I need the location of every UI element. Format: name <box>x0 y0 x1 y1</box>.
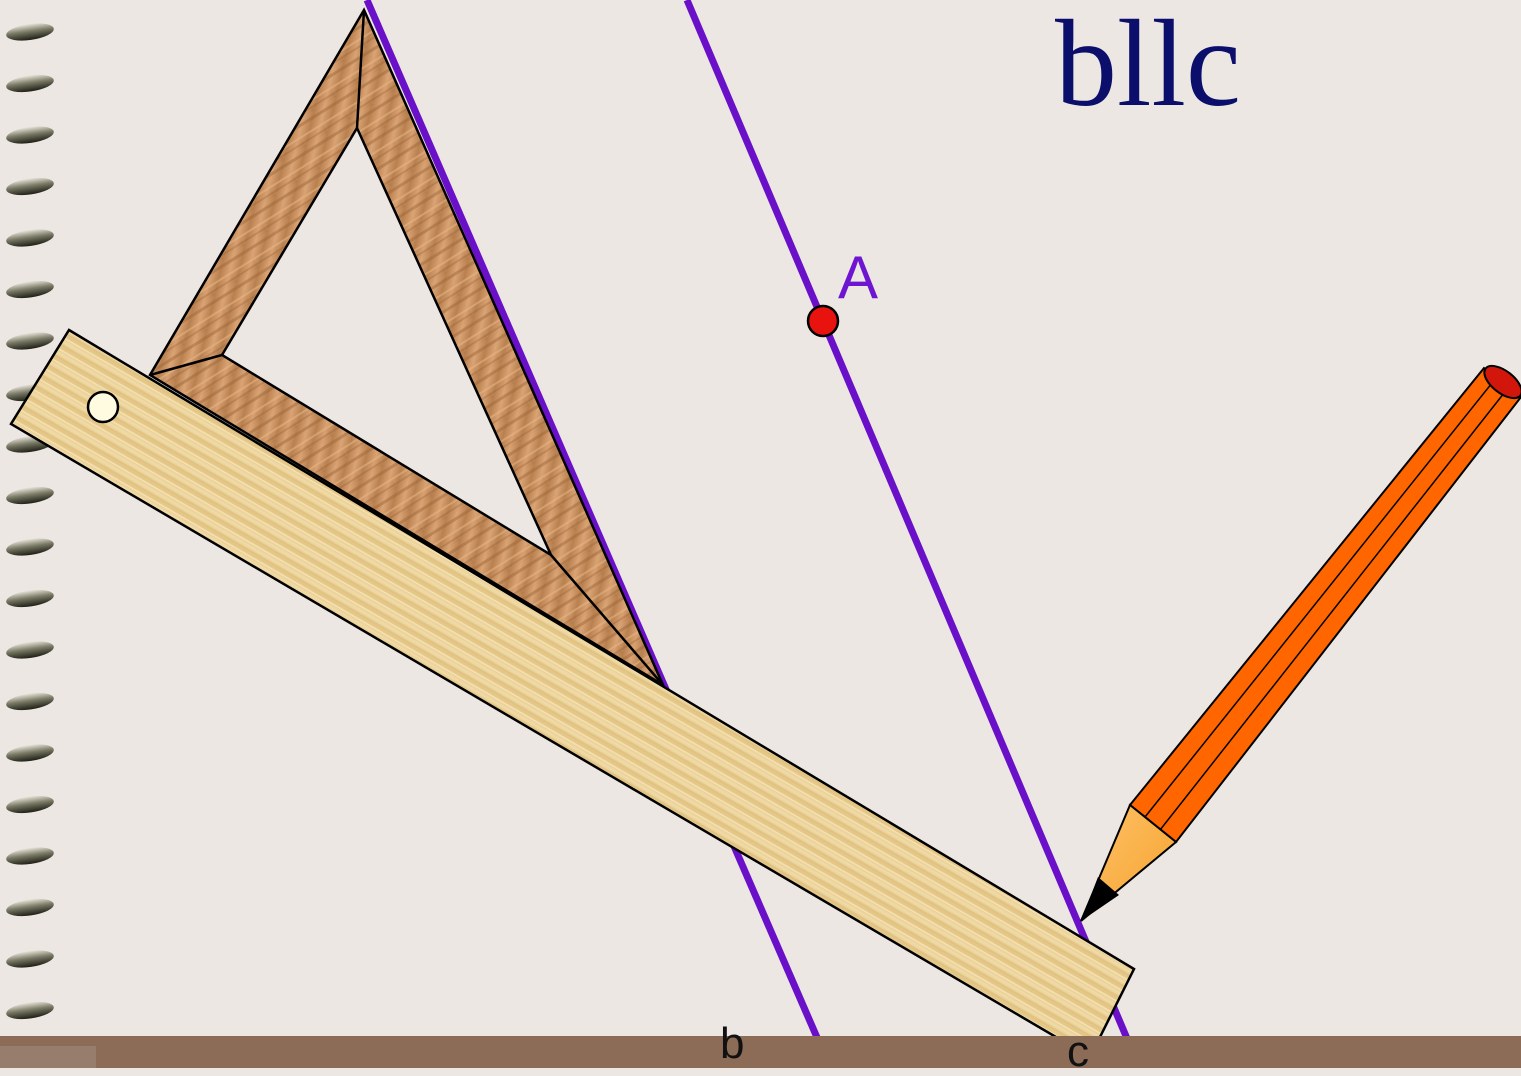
spiral-ring <box>6 23 54 41</box>
page-title: bllc <box>1055 0 1241 132</box>
point-A[interactable] <box>806 304 840 338</box>
spiral-ring <box>6 641 54 659</box>
bottom-bar-tab <box>0 1046 96 1068</box>
line-b[interactable] <box>363 0 826 1051</box>
line-c-label: c <box>1067 1027 1089 1076</box>
spiral-ring <box>6 332 54 350</box>
spiral-ring <box>6 795 54 814</box>
spiral-ring <box>6 177 54 196</box>
bottom-bar <box>0 1036 1521 1068</box>
spiral-ring <box>6 538 54 556</box>
spiral-ring <box>6 486 54 505</box>
ruler-pivot-handle[interactable] <box>86 390 120 424</box>
line-c[interactable] <box>683 0 1138 1057</box>
spiral-ring <box>6 229 54 247</box>
line-b-label: b <box>720 1019 745 1068</box>
spiral-ring <box>6 126 54 144</box>
pencil-icon[interactable] <box>1080 360 1521 922</box>
spiral-ring <box>6 898 54 917</box>
notebook-spiral-rings <box>6 23 54 1020</box>
spiral-ring <box>6 847 54 865</box>
set-square[interactable] <box>148 7 666 689</box>
spiral-ring <box>6 280 54 299</box>
point-A-label: A <box>838 244 879 311</box>
spiral-ring <box>6 692 54 711</box>
spiral-ring <box>6 744 54 762</box>
ruler[interactable] <box>9 328 1136 1059</box>
spiral-ring <box>6 1001 54 1020</box>
spiral-ring <box>6 589 54 608</box>
spiral-ring <box>6 74 54 93</box>
spiral-ring <box>6 950 54 968</box>
